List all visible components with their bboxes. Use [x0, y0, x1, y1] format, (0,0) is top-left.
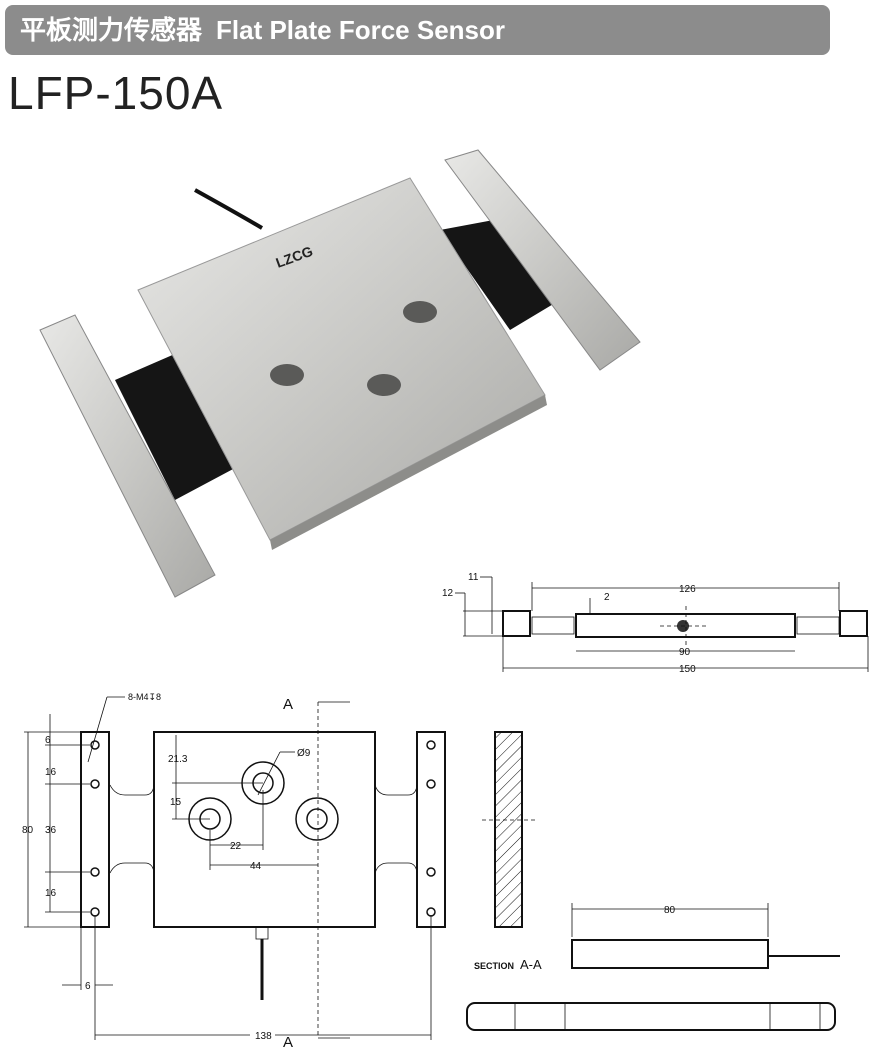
- section-label-id: A-A: [520, 957, 542, 972]
- dim-6-bottom: 6: [85, 981, 91, 992]
- dim-80: 80: [22, 825, 34, 836]
- dim-15: 15: [170, 797, 182, 808]
- dim-2: 2: [604, 592, 610, 603]
- section-label-bottom: A: [283, 1034, 293, 1051]
- side-view: 12 11 2 126 90 150: [442, 572, 869, 675]
- dim-6-top: 6: [45, 735, 51, 746]
- plan-view: A A 8-M4↧8 80 6 16 36 16 21.3 15 Ø9 22 4…: [22, 692, 446, 1051]
- dim-dia9: Ø9: [297, 748, 311, 759]
- title-cn: 平板测力传感器: [20, 15, 203, 45]
- dim-126: 126: [679, 584, 696, 595]
- dim-12: 12: [442, 588, 454, 599]
- dim-150: 150: [679, 664, 696, 675]
- section-label-top: A: [283, 696, 293, 713]
- dim-22: 22: [230, 841, 242, 852]
- section-view: 80 SECTION A-A: [466, 731, 840, 1031]
- title-en: Flat Plate Force Sensor: [216, 15, 505, 45]
- dim-36: 36: [45, 825, 57, 836]
- header-bar: 平板测力传感器 Flat Plate Force Sensor: [5, 5, 830, 55]
- thread-note: 8-M4↧8: [128, 692, 161, 702]
- section-label-prefix: SECTION: [474, 961, 514, 971]
- dim-90: 90: [679, 647, 691, 658]
- dim-138: 138: [255, 1031, 272, 1042]
- dim-16-b: 16: [45, 888, 57, 899]
- dim-80-section: 80: [664, 905, 676, 916]
- dim-21-3: 21.3: [168, 754, 188, 765]
- model-number: LFP-150A: [8, 67, 224, 119]
- dim-16-a: 16: [45, 767, 57, 778]
- dim-11: 11: [468, 572, 479, 583]
- dim-44: 44: [250, 861, 262, 872]
- product-photo: LZCG: [39, 149, 641, 598]
